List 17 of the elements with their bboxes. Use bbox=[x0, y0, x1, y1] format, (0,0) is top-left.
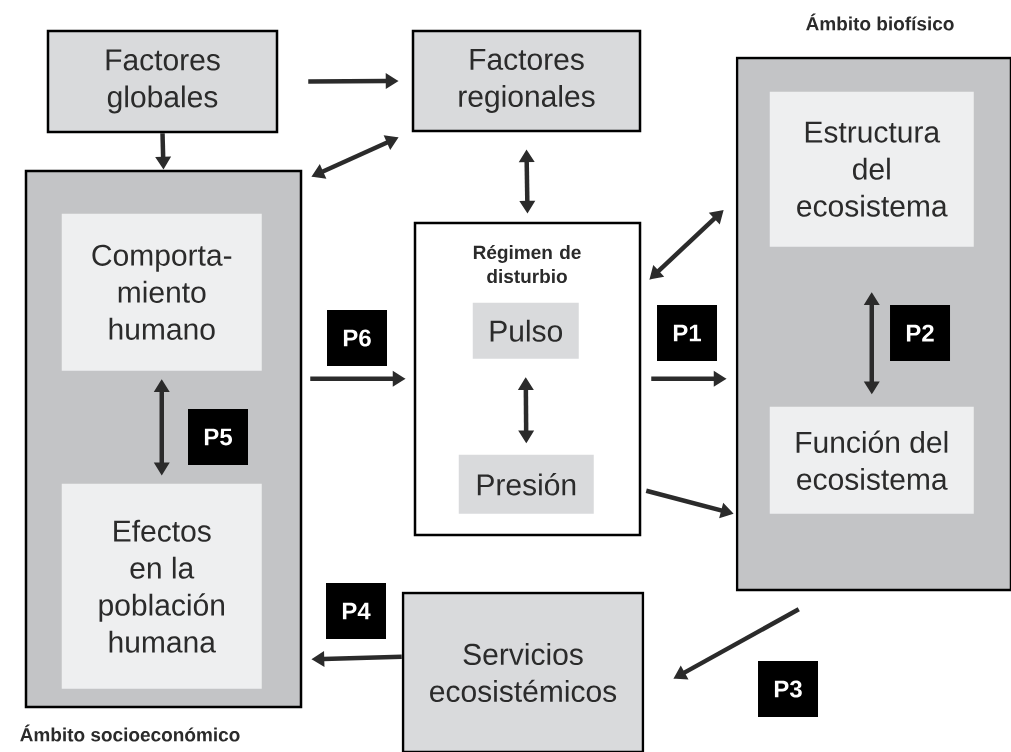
factor-box: Factores globales bbox=[46, 29, 279, 134]
edge-label: P1 bbox=[657, 305, 717, 361]
node-label: Ámbito biofísico bbox=[806, 13, 954, 31]
edge-label: P4 bbox=[326, 583, 386, 639]
process-box: Pulso bbox=[472, 302, 579, 359]
process-box: Comporta- miento humano bbox=[61, 213, 262, 371]
edge-label: P3 bbox=[758, 661, 818, 717]
process-box: Efectos en la población humana bbox=[61, 483, 262, 689]
edge-label: P5 bbox=[188, 409, 248, 465]
edge-label: P6 bbox=[327, 310, 387, 366]
node-label: Ámbito socioeconómico bbox=[20, 724, 240, 742]
process-box: Estructura del ecosistema bbox=[769, 91, 974, 247]
process-box: Función del ecosistema bbox=[769, 406, 974, 514]
factor-box: Servicios ecosistémicos bbox=[401, 591, 645, 752]
factor-box: Factores regionales bbox=[411, 29, 642, 133]
edge-label: P2 bbox=[890, 305, 950, 361]
process-box: Presión bbox=[458, 454, 594, 514]
